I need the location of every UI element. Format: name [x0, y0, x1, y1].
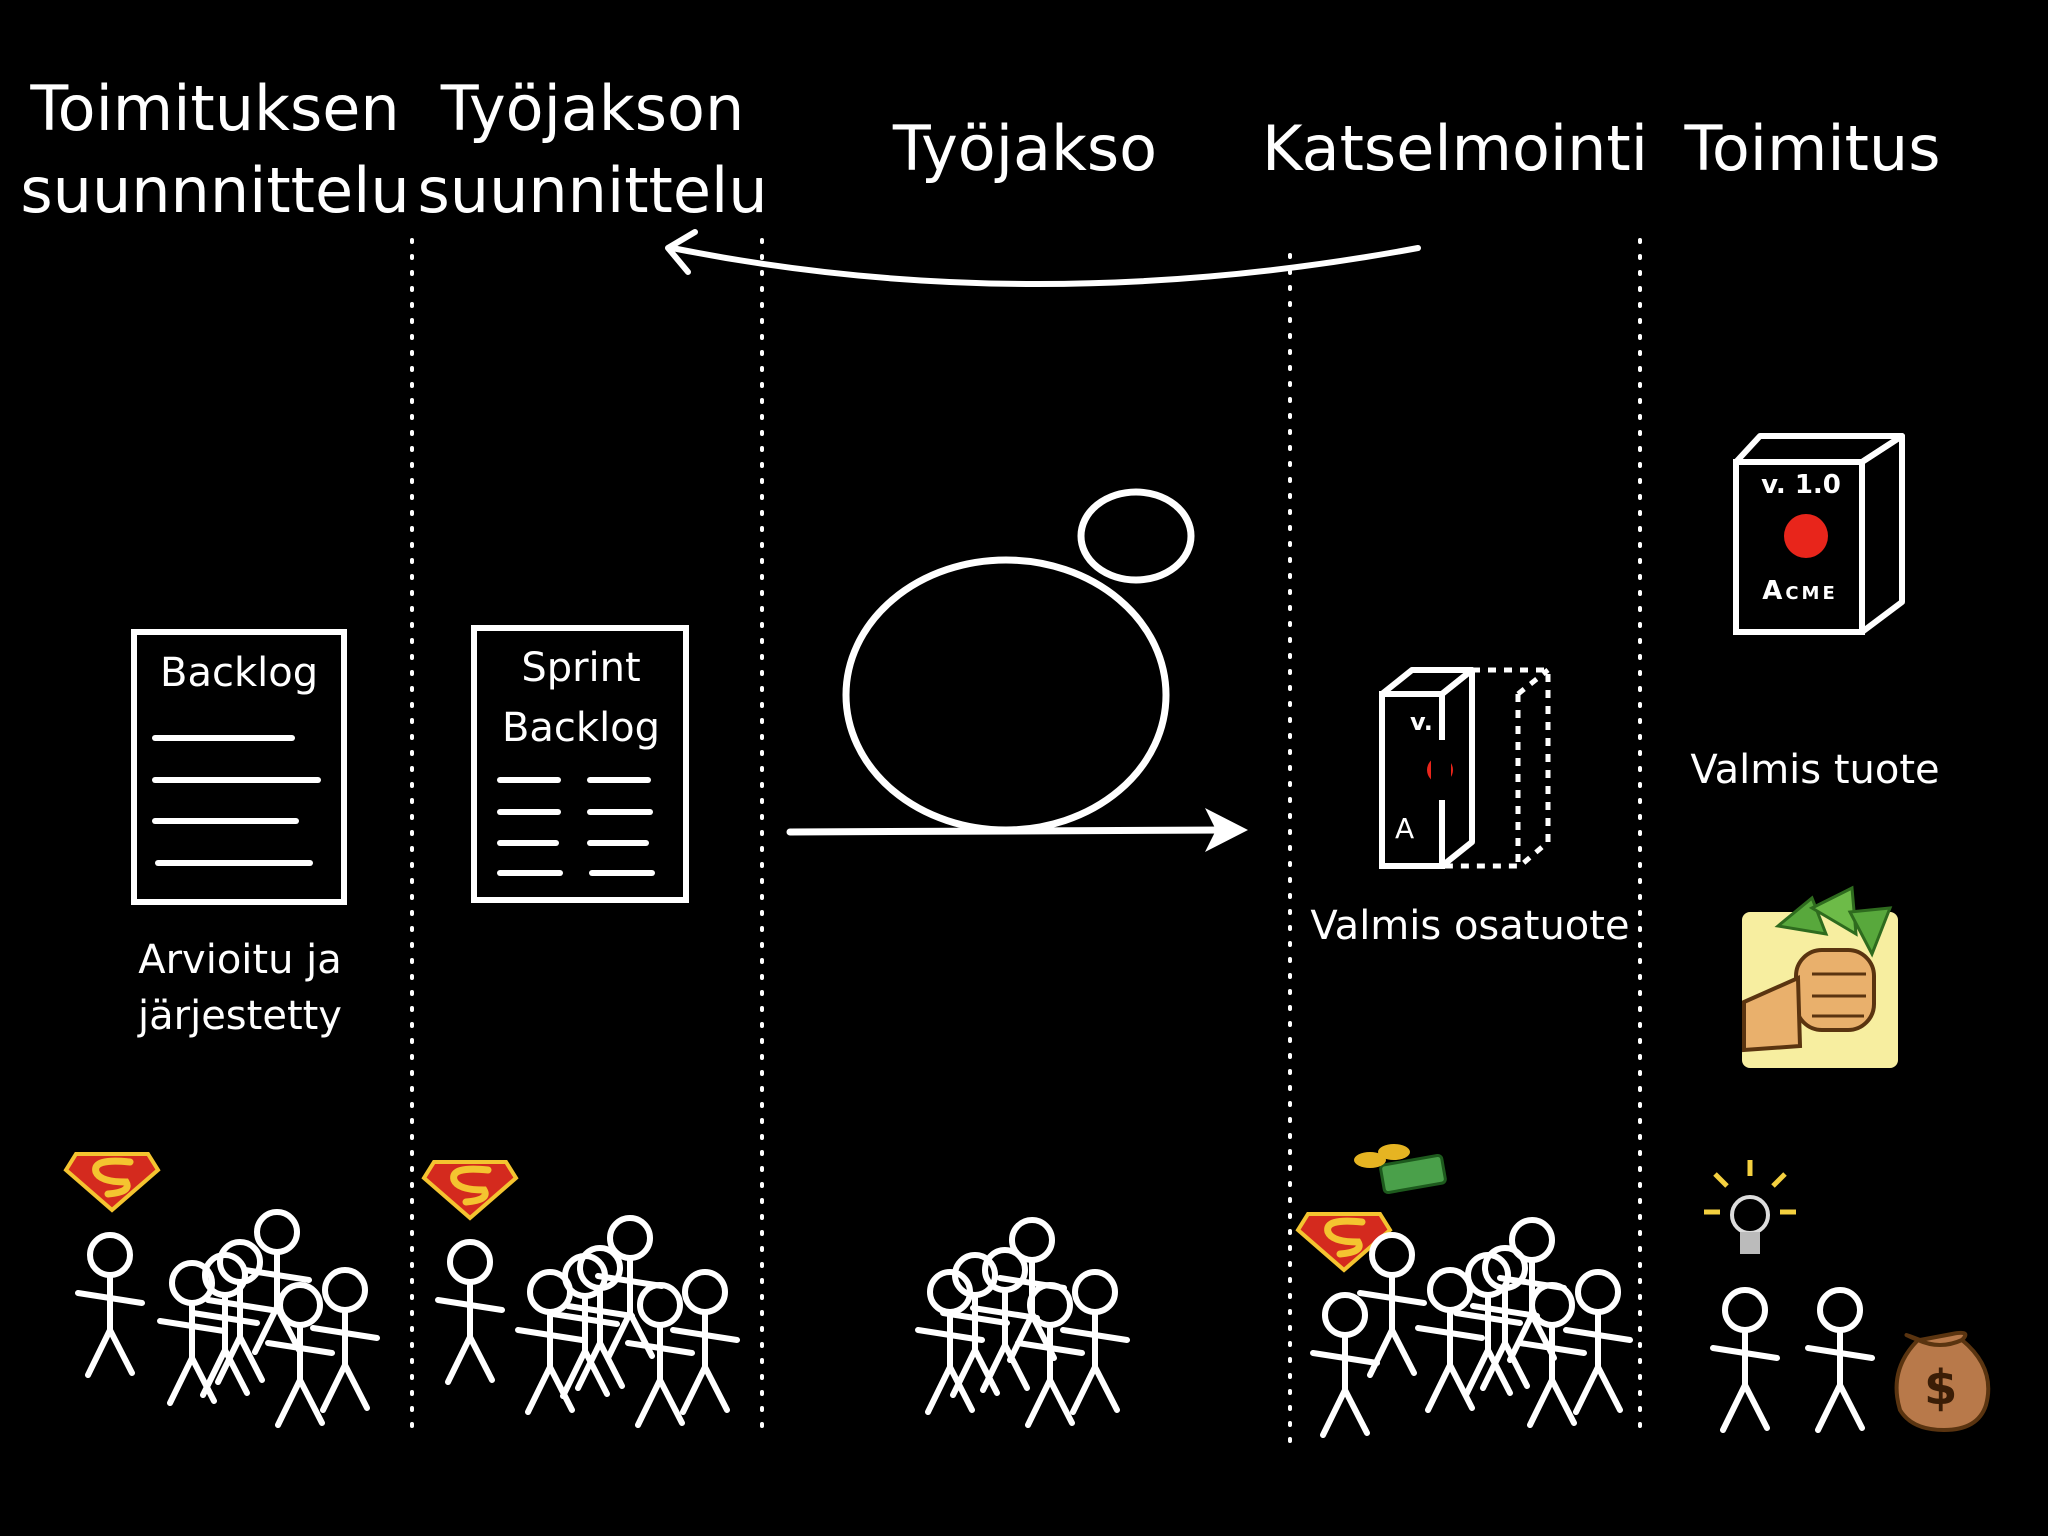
- superman-icon: [424, 1162, 516, 1218]
- team-release: [1713, 1290, 1872, 1430]
- sprint-cycle-icon: [842, 556, 1170, 834]
- column-header-line: suunnnittelu: [20, 154, 410, 227]
- money-bag-icon: [1894, 1330, 1991, 1433]
- column-header-release-planning: Toimituksen suunnnittelu: [20, 68, 410, 232]
- column-header-line: suunnittelu: [417, 154, 768, 227]
- product-brand-label: Acme: [1762, 576, 1838, 606]
- backlog-document-icon: [131, 629, 347, 905]
- product-box-icon: [1733, 433, 1905, 635]
- money-icon: [1354, 1144, 1447, 1195]
- column-header-sprint: Työjakso: [860, 108, 1190, 190]
- column-header-sprint-planning: Työjakson suunnittelu: [415, 68, 770, 232]
- column-header-line: Työjakson: [440, 72, 745, 145]
- team-release-planning: [78, 1212, 377, 1425]
- team-sprint-planning: [438, 1218, 737, 1425]
- lightbulb-icon: [1704, 1160, 1796, 1254]
- sprint-backlog-label-line: Backlog: [501, 705, 661, 751]
- team-sprint: [918, 1220, 1127, 1425]
- column-header-line: Katselmointi: [1262, 112, 1648, 185]
- backlog-caption-line: Arvioitu ja: [138, 937, 342, 983]
- backlog-caption-line: järjestetty: [138, 993, 342, 1039]
- increment-box-label-v: v.: [1410, 708, 1433, 736]
- feedback-arrow: [669, 245, 1421, 287]
- column-header-line: Toimitus: [1684, 112, 1941, 185]
- sprint-backlog-document-icon: [471, 625, 689, 903]
- fist-with-cash-icon: [1742, 885, 1898, 1068]
- sprint-backlog-label-line: Sprint: [521, 645, 641, 691]
- column-header-line: Toimituksen: [30, 72, 400, 145]
- increment-box-label-a: A: [1395, 812, 1415, 845]
- daily-cycle-icon: [1077, 488, 1195, 584]
- feedback-arrow-head: [665, 229, 698, 275]
- column-header-release: Toimitus: [1675, 108, 1950, 190]
- sprint-arrow-head: [1205, 808, 1248, 852]
- sprint-backlog-label: Sprint Backlog: [478, 638, 684, 758]
- column-header-line: Työjakso: [892, 112, 1158, 185]
- backlog-label: Backlog: [160, 650, 319, 696]
- money-bag-dollar-icon: $: [1924, 1360, 1958, 1416]
- product-version-label: v. 1.0: [1761, 470, 1841, 500]
- increment-caption: Valmis osatuote: [1310, 903, 1630, 949]
- sprint-arrow: [786, 826, 1229, 836]
- backlog-caption: Arvioitu ja järjestetty: [110, 932, 370, 1044]
- column-header-review: Katselmointi: [1255, 108, 1655, 190]
- product-caption: Valmis tuote: [1690, 747, 1940, 793]
- increment-box-icon: [1379, 667, 1551, 869]
- superman-icon: [66, 1154, 158, 1210]
- product-red-dot: [1784, 514, 1828, 558]
